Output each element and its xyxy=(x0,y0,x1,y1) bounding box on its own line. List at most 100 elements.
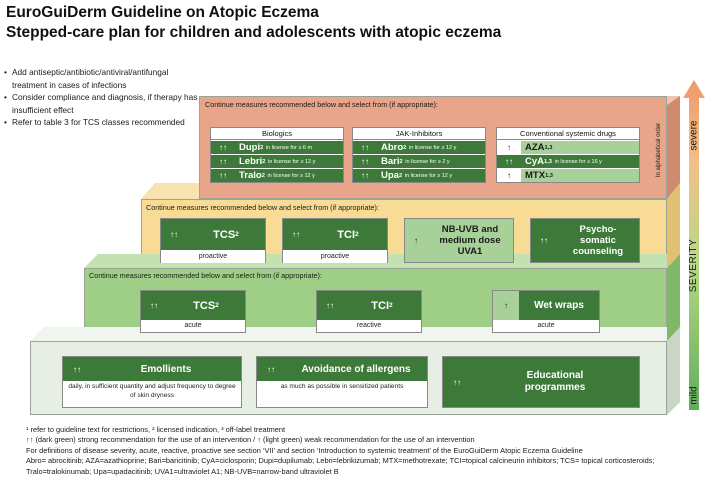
tcs-sup: 2 xyxy=(215,302,219,309)
severity-arrow xyxy=(683,80,705,410)
emollients-sub: daily, in sufficient quantity and adjust… xyxy=(63,381,241,400)
drug-sup: 2 xyxy=(399,158,403,165)
alpha-order-text: In alphabetical order xyxy=(656,122,662,178)
drug-sup: 1,3 xyxy=(544,144,553,151)
footnotes: ¹ refer to guideline text for restrictio… xyxy=(26,425,676,477)
drug-label: Tralo xyxy=(239,170,262,181)
severe-text: severe xyxy=(688,119,700,151)
severity-arrow-shape xyxy=(683,80,705,410)
drug-label: Upa xyxy=(381,170,399,181)
weak-arrow: ↑ xyxy=(493,291,519,320)
strong-arrows: ↑↑ xyxy=(353,155,377,168)
strong-arrows: ↑↑ xyxy=(211,141,235,154)
drug-sup: 2 xyxy=(398,172,403,179)
strong-arrows: ↑↑ xyxy=(353,141,377,154)
step-2-side-face xyxy=(667,254,680,341)
title-line2: Stepped-care plan for children and adole… xyxy=(6,24,502,41)
strong-arrows: ↑↑ xyxy=(257,357,285,381)
drug-note: in license for ≥ 12 y xyxy=(408,144,457,151)
strong-arrows: ↑↑ xyxy=(497,155,521,168)
footnote-abbreviations: Abro= abrocitinib; AZA=azathioprine; Bar… xyxy=(26,456,655,476)
drug-note: in license for ≥ 16 y xyxy=(554,158,602,165)
footnote-superscripts: ¹ refer to guideline text for restrictio… xyxy=(26,425,286,434)
drug-note: in license for ≥ 12 y xyxy=(268,158,316,165)
drug-label: Lebri xyxy=(239,156,263,167)
weak-arrow: ↑ xyxy=(497,169,521,182)
nbuvb-title: NB-UVB and medium dose UVA1 xyxy=(427,219,513,262)
drug-note: in license for ≥ 12 y xyxy=(404,172,453,179)
bullet-item: Refer to table 3 for TCS classes recomme… xyxy=(4,116,204,129)
drug-sup: 1,3 xyxy=(545,172,553,179)
severity-mild-label: mild xyxy=(686,375,702,415)
tci-sup: 2 xyxy=(355,231,359,238)
avoidance-head: ↑↑ Avoidance of allergens xyxy=(257,357,427,381)
step-4-side-face xyxy=(667,96,680,199)
conventional-title: Conventional systemic drugs xyxy=(497,128,639,140)
drug-label: MTX xyxy=(525,170,546,181)
drug-note: in license for ≥ 6 m xyxy=(265,144,313,151)
step-2-label: Continue measures recommended below and … xyxy=(89,271,322,280)
emollients-box: ↑↑ Emollients daily, in sufficient quant… xyxy=(62,356,242,408)
drug-label: Dupi xyxy=(239,142,261,153)
drug-label: AZA xyxy=(525,142,545,153)
strong-arrows: ↑↑ xyxy=(211,155,235,168)
jak-title: JAK-Inhibitors xyxy=(353,128,485,140)
tcs-acute-sub: acute xyxy=(141,320,245,332)
wet-wraps-head: ↑ Wet wraps xyxy=(493,291,599,320)
avoidance-allergens-box: ↑↑ Avoidance of allergens as much as pos… xyxy=(256,356,428,408)
bullet-item: Add antiseptic/antibiotic/antiviral/anti… xyxy=(4,66,204,91)
tcs-sup: 2 xyxy=(235,231,239,238)
drug-sup: 2 xyxy=(262,158,266,165)
footnote-definitions: For definitions of disease severity, acu… xyxy=(26,445,583,455)
tci-proactive-sub: proactive xyxy=(283,250,387,263)
strong-arrows: ↑↑ xyxy=(141,291,167,320)
severity-label: SEVERITY xyxy=(686,230,702,300)
drug-note: in license for ≥ 12 y xyxy=(267,172,315,179)
drug-label: Abro xyxy=(381,142,404,153)
step-3-label: Continue measures recommended below and … xyxy=(146,203,379,212)
psychosomatic-box: ↑↑ Psycho-somatic counseling xyxy=(530,218,640,263)
strong-arrows: ↑↑ xyxy=(283,219,309,250)
psychosomatic-title: Psycho-somatic counseling xyxy=(557,219,639,262)
emollients-title: Emollients xyxy=(91,357,241,381)
avoidance-title: Avoidance of allergens xyxy=(285,357,427,381)
bullet-item: Consider compliance and diagnosis, if th… xyxy=(4,91,204,116)
bullet-list: Add antiseptic/antibiotic/antiviral/anti… xyxy=(4,66,204,129)
drug-sup: 2 xyxy=(261,172,265,179)
step-1-side-face xyxy=(667,327,680,415)
drug-sup: 1,3 xyxy=(544,158,552,165)
wet-wraps-title: Wet wraps xyxy=(519,291,599,320)
strong-arrows: ↑↑ xyxy=(443,357,471,407)
strong-arrows: ↑↑ xyxy=(317,291,343,320)
biologics-title: Biologics xyxy=(211,128,343,140)
strong-arrows: ↑↑ xyxy=(531,219,557,262)
tci-label: TCI xyxy=(337,228,356,241)
strong-arrows: ↑↑ xyxy=(63,357,91,381)
alpha-order-note: In alphabetical order xyxy=(654,105,664,195)
emollients-head: ↑↑ Emollients xyxy=(63,357,241,381)
mild-text: mild xyxy=(688,385,700,405)
tci-label: TCI xyxy=(371,299,390,312)
